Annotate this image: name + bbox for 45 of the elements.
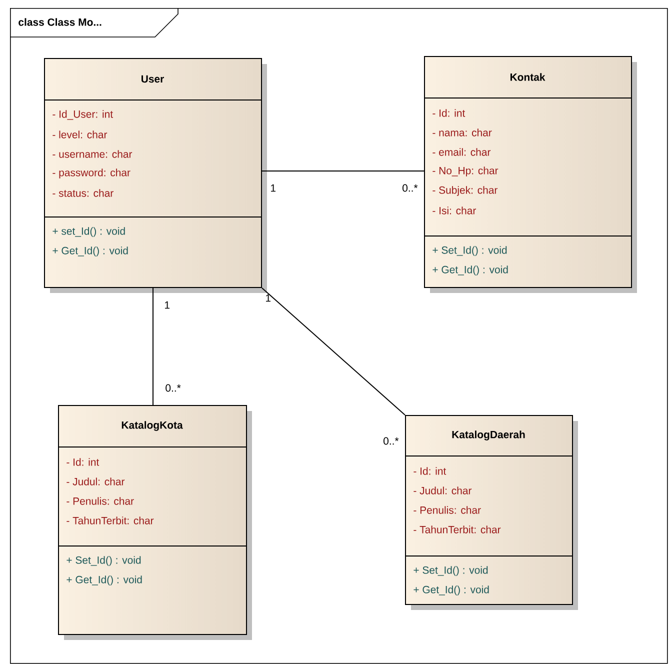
operation-text: + Set_Id() : void [432, 246, 507, 256]
association-line [262, 288, 406, 416]
class-box [404, 415, 578, 610]
diagram-frame [10, 8, 668, 664]
operation-text: + Get_Id() : void [432, 266, 508, 276]
multiplicity-label: 1 [165, 301, 170, 309]
attribute-text: - password: char [52, 168, 130, 178]
class-box [58, 405, 252, 640]
operation-text: + Get_Id() : void [414, 586, 489, 596]
attribute-text: - TahunTerbit: char [66, 516, 154, 524]
multiplicity-label: 0..* [166, 384, 181, 392]
multiplicity-label: 1 [266, 294, 270, 302]
association-line [262, 170, 424, 172]
frame-title: class Class Mo... [18, 18, 102, 26]
operation-text: + Set_Id() : void [66, 556, 141, 566]
operation-text: + Get_Id() : void [52, 246, 128, 256]
attribute-text: - level: char [52, 130, 108, 138]
attribute-text: - email: char [432, 148, 491, 156]
attribute-text: - Subjek: char [432, 186, 498, 196]
attribute-text: - Id: int [414, 467, 446, 475]
attribute-text: - Isi: char [432, 206, 476, 214]
attribute-text: - Judul: char [414, 486, 472, 494]
class-name: User [142, 75, 164, 83]
attribute-text: - nama: char [432, 128, 492, 136]
class-box [424, 56, 637, 293]
operation-text: + Get_Id() : void [66, 576, 142, 586]
attribute-text: - Judul: char [66, 478, 125, 486]
operation-text: + set_Id() : void [52, 227, 125, 237]
attribute-text: - No_Hp: char [432, 166, 498, 176]
multiplicity-label: 1 [271, 184, 276, 192]
association-line [152, 288, 154, 406]
attribute-text: - Penulis: char [414, 506, 481, 514]
attribute-text: - status: char [52, 189, 114, 197]
attribute-text: - Id_User: int [52, 110, 113, 120]
attribute-text: - Id: int [432, 109, 466, 117]
class-name: Kontak [510, 73, 546, 81]
class-box [44, 58, 267, 293]
attribute-text: - username: char [52, 150, 132, 158]
multiplicity-label: 0..* [384, 437, 399, 445]
attribute-text: - Penulis: char [66, 497, 134, 505]
attribute-text: - Id: int [66, 458, 100, 466]
attribute-text: - TahunTerbit: char [414, 526, 501, 534]
class-name: KatalogDaerah [452, 430, 525, 440]
operation-text: + Set_Id() : void [414, 566, 488, 576]
class-name: KatalogKota [122, 421, 183, 431]
